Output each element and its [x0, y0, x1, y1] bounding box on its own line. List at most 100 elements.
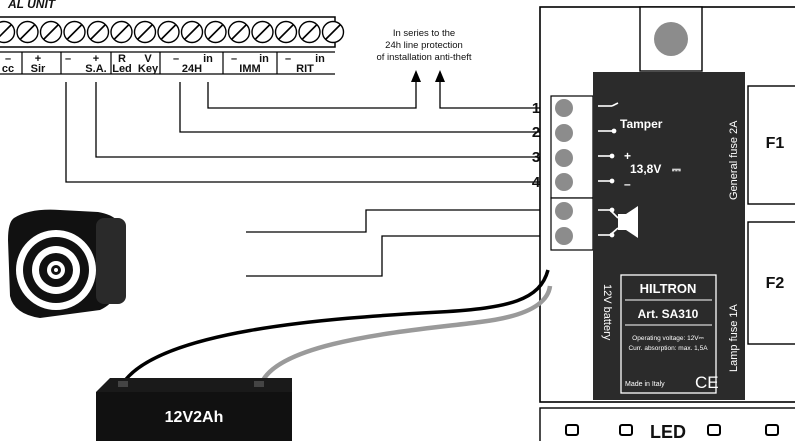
terminal-name: 24H [182, 63, 202, 75]
screw-slot [254, 24, 271, 40]
battery-terminal [254, 381, 264, 387]
article-number: Art. SA310 [638, 307, 699, 321]
wire-1 [439, 80, 548, 109]
plus-sign: + [624, 149, 631, 163]
control-wires [65, 80, 552, 277]
led-indicator [565, 424, 579, 436]
screw-terminals [0, 20, 345, 44]
led-indicator [619, 424, 633, 436]
wire-3 [95, 82, 548, 158]
fuse-f1-frame [747, 85, 795, 205]
current-absorption: Curr. absorption: max. 1,5A [628, 345, 708, 352]
terminal-sign: – [173, 53, 179, 65]
tamper-label: Tamper [620, 117, 663, 131]
lamp-terminal-screw [555, 227, 573, 245]
wire-number: 1 [532, 100, 540, 117]
lamp-fuse-label: Lamp fuse 1A [728, 303, 740, 372]
terminal-name: IMM [239, 63, 260, 75]
siren-terminal-screw [555, 173, 573, 191]
siren-housing: F1 F2 Tamper + 13,8V ⎓ – [539, 6, 795, 441]
arrow-up-icon [435, 70, 445, 82]
flashing-lamp-icon [8, 209, 126, 318]
terminal-sign: R [118, 53, 126, 65]
led-strip [539, 407, 795, 441]
wire-lamp-b [246, 235, 552, 277]
wire-2 [179, 82, 548, 133]
battery-terminal [118, 381, 128, 387]
ce-mark: CE [695, 373, 719, 392]
terminal-sign: – [65, 53, 71, 65]
minus-sign: – [624, 177, 631, 191]
screw-slot [160, 24, 177, 40]
siren-terminal-screw [555, 99, 573, 117]
siren-terminal-screw [555, 149, 573, 167]
battery-top [96, 378, 292, 392]
wire-number: 3 [532, 149, 540, 166]
screw-slot [301, 24, 318, 40]
wire-4 [65, 82, 548, 183]
product-label-frame [620, 274, 717, 394]
battery-label: 12V2Ah [165, 409, 224, 426]
wire-24h-in [207, 80, 417, 109]
made-in-label: Made in Italy [625, 381, 665, 388]
terminal-sign: in [315, 53, 325, 65]
terminal-sign: – [5, 53, 11, 65]
terminal-sign: + [35, 53, 41, 65]
lamp-terminal-screw [555, 202, 573, 220]
arrow-up-icon [411, 70, 421, 82]
led-label: LED [650, 422, 686, 441]
screw-slot [207, 24, 224, 40]
battery-side-label: 12V battery [601, 284, 613, 341]
terminal-sign: V [144, 53, 152, 65]
battery-cable-gray [257, 285, 553, 389]
terminal-name: Led [112, 63, 132, 75]
series-note: In series to the 24h line protection of … [376, 28, 471, 63]
fuse-f2-label: F2 [766, 275, 785, 292]
led-indicator [707, 424, 721, 436]
screw-slot [231, 24, 247, 40]
screw-terminal-icon [0, 20, 16, 44]
screw-slot [0, 24, 12, 38]
screw-slot [43, 24, 59, 40]
screw-slot [90, 24, 106, 40]
battery-body [96, 392, 292, 441]
fuse-f2-frame [747, 221, 795, 345]
screw-slot [66, 24, 83, 40]
siren-module [593, 72, 745, 400]
screw-slot [325, 24, 341, 40]
horn-icon [609, 206, 638, 238]
wire-number: 4 [532, 174, 541, 191]
note-line: In series to the [393, 28, 455, 39]
voltage-label: 13,8V [630, 162, 661, 176]
screw-slot [184, 24, 200, 40]
screw-slot [113, 24, 130, 40]
terminal-name: S.A. [85, 63, 106, 75]
wire-number: 2 [532, 124, 540, 141]
general-fuse-label: General fuse 2A [728, 120, 740, 200]
terminal-sign: – [231, 53, 237, 65]
brand-logo: HILTRON [640, 281, 697, 296]
screw-slot [19, 24, 36, 40]
screw-slot [137, 24, 153, 40]
terminal-name: Sir [31, 63, 46, 75]
terminal-name: cc [2, 63, 14, 75]
terminal-sign: – [285, 53, 291, 65]
wire-lamp-a [246, 209, 552, 233]
operating-voltage: Operating voltage: 12V⎓ [632, 335, 704, 342]
siren-terminal-screw [555, 124, 573, 142]
terminal-sign: + [93, 53, 99, 65]
central-unit-label: AL UNIT [7, 0, 57, 11]
note-line: of installation anti-theft [376, 52, 471, 63]
fuse-f1-label: F1 [766, 135, 785, 152]
terminal-sign: in [203, 53, 213, 65]
screw-slot [278, 24, 294, 40]
dc-symbol: ⎓ [672, 163, 681, 176]
central-unit-terminal-block: – + – + R V – in – in – in cc Sir S.A. L… [0, 16, 345, 75]
battery-cable-black [118, 269, 550, 389]
terminal-sign: in [259, 53, 269, 65]
terminal-name: RIT [296, 63, 314, 75]
battery: 12V2Ah [96, 378, 292, 441]
led-indicator [765, 424, 779, 436]
terminal-name: Key [138, 63, 159, 75]
